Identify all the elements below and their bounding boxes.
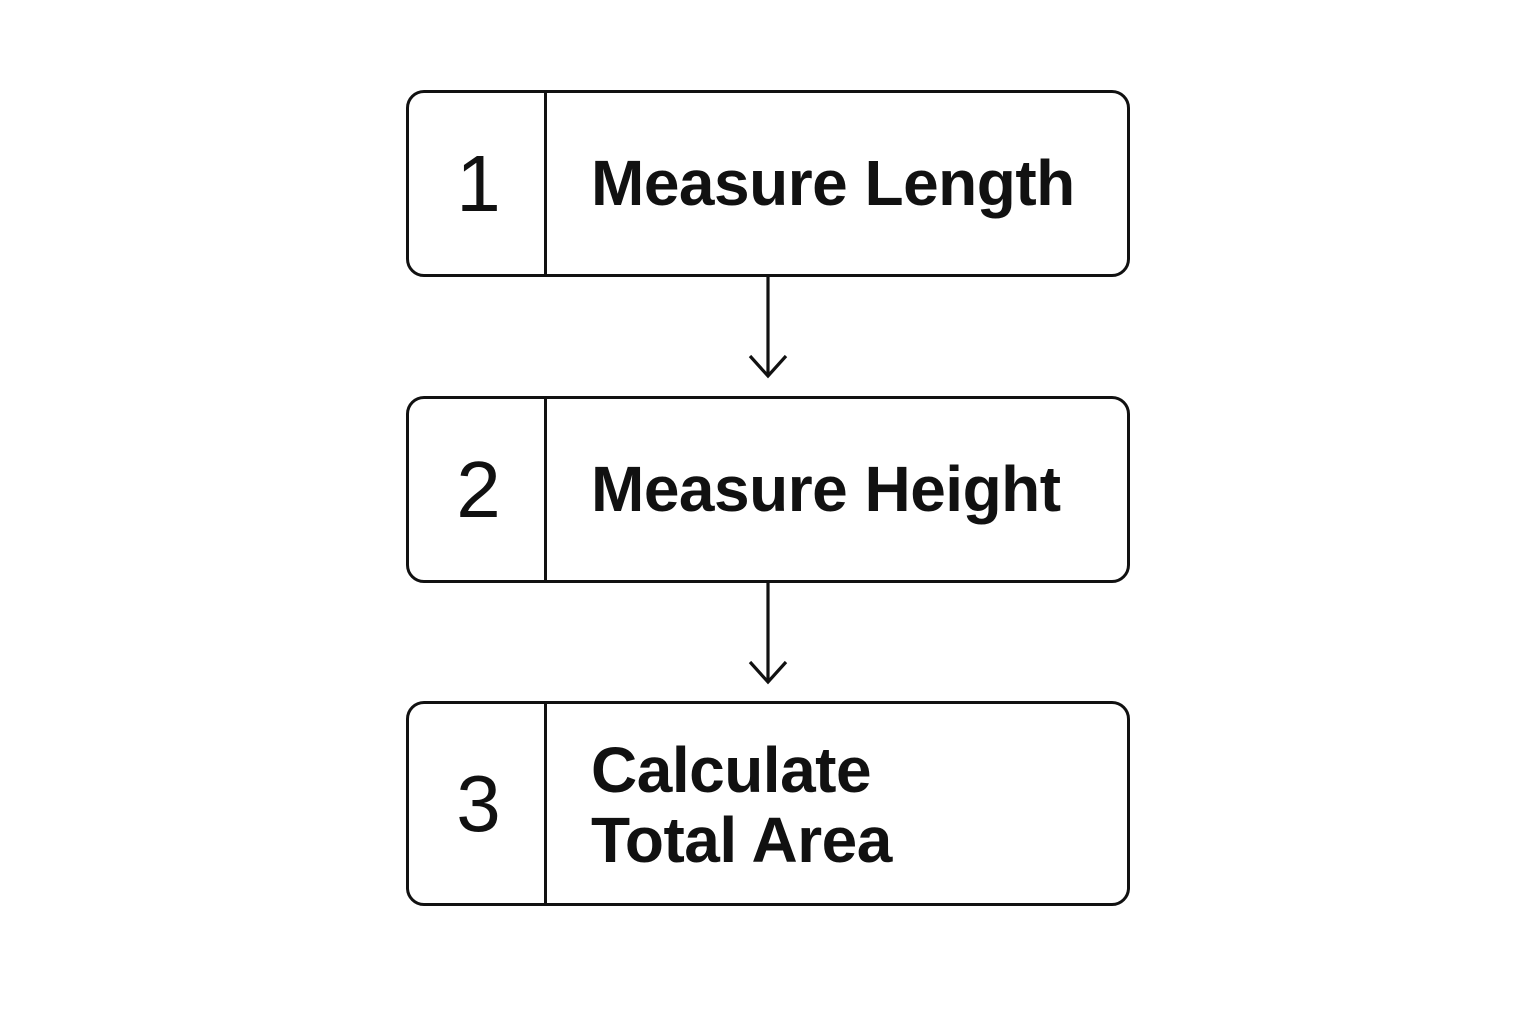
step-label-1: Measure Length <box>591 146 1075 219</box>
step-label-3: Calculate Total Area <box>591 734 892 876</box>
step-label-2: Measure Height <box>591 452 1061 525</box>
down-arrow-icon <box>748 276 788 379</box>
step-number-2: 2 <box>409 399 547 580</box>
step-number-3: 3 <box>409 704 547 903</box>
step-number-1: 1 <box>409 93 547 274</box>
step-box-3: 3 Calculate Total Area <box>406 701 1130 906</box>
step-box-1: 1 Measure Length <box>406 90 1130 277</box>
step-box-2: 2 Measure Height <box>406 396 1130 583</box>
down-arrow-icon <box>748 582 788 685</box>
